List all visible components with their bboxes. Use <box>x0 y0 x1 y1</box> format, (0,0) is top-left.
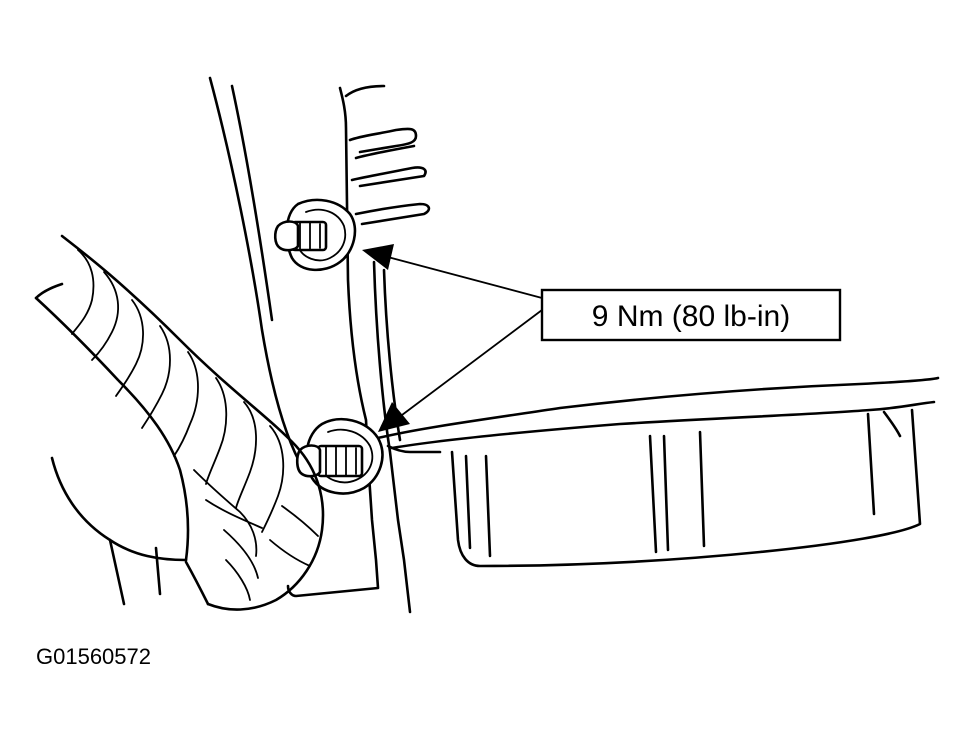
hose-bundle <box>34 234 325 611</box>
figure-id: G01560572 <box>36 644 151 669</box>
housing-left-edge <box>208 76 306 472</box>
mounting-flange <box>286 84 431 614</box>
lower-housing <box>376 376 940 568</box>
leader-lines <box>362 244 543 432</box>
torque-callout: 9 Nm (80 lb-in) <box>540 288 842 342</box>
torque-label: 9 Nm (80 lb-in) <box>592 300 790 333</box>
lower-bolt <box>295 417 384 495</box>
upper-bolt <box>273 198 357 272</box>
